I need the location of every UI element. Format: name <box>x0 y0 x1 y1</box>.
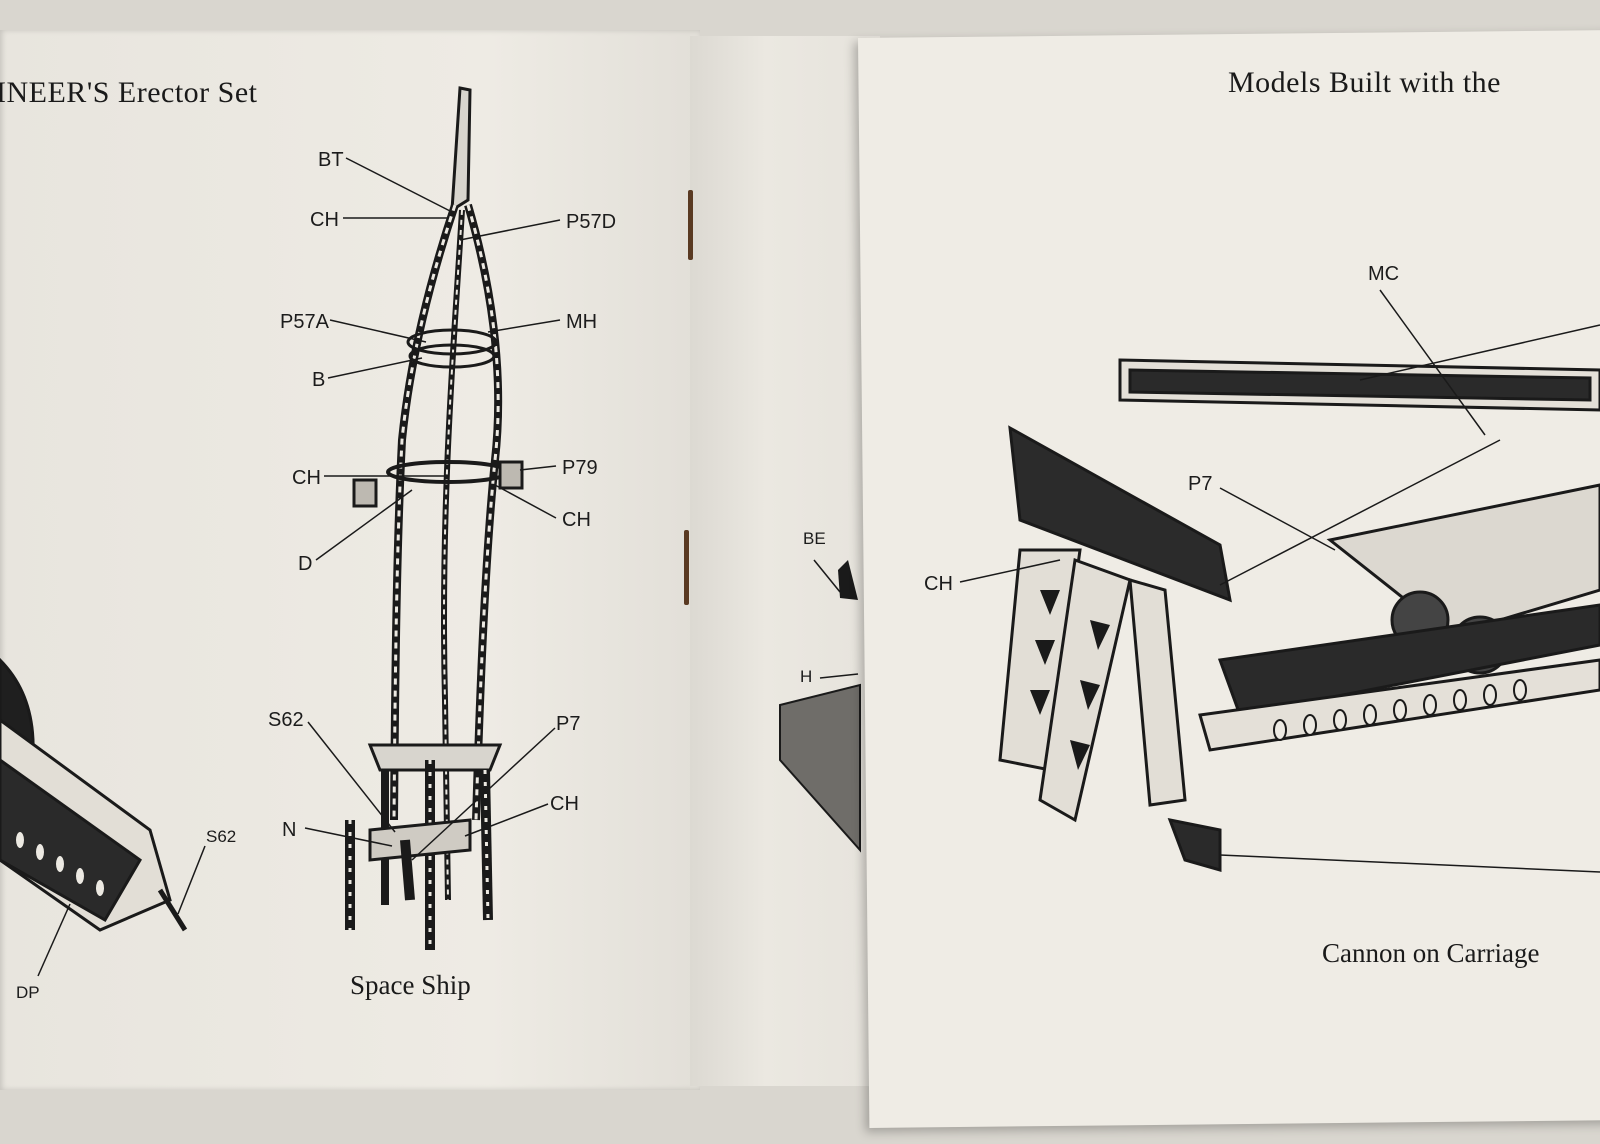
callout-p57d: P57D <box>566 211 617 233</box>
callout-h: H <box>800 667 813 686</box>
callout-mc: MC <box>1368 263 1400 285</box>
callout-p7-cannon: P7 <box>1188 473 1213 495</box>
callout-p79: P79 <box>562 457 598 479</box>
callout-be: BE <box>803 529 826 548</box>
callout-b: B <box>312 369 326 391</box>
callout-p57a: P57A <box>280 311 329 333</box>
staple-top <box>688 190 693 260</box>
callout-dp: DP <box>16 983 40 1002</box>
staple-bottom <box>684 530 689 605</box>
callout-p7-ship: P7 <box>556 713 581 735</box>
space-ship-illustration <box>304 86 561 950</box>
left-page-header: INEER'S Erector Set <box>0 76 258 109</box>
cannon-on-carriage-illustration <box>959 289 1600 873</box>
left-model-fragment-illustration <box>0 657 206 977</box>
callout-n: N <box>282 819 297 841</box>
middle-model-fragment-illustration <box>779 559 861 853</box>
callout-bt: BT <box>318 149 344 171</box>
space-ship-caption: Space Ship <box>350 970 471 1000</box>
callout-ch-2: CH <box>292 467 321 489</box>
cannon-caption: Cannon on Carriage <box>1322 938 1540 968</box>
callout-s62-left: S62 <box>206 827 237 846</box>
callout-ch-3: CH <box>562 509 591 531</box>
callout-ch-cannon: CH <box>924 573 953 595</box>
middle-page <box>690 36 880 1086</box>
callout-ch-1: CH <box>310 209 339 231</box>
callout-s62-ship: S62 <box>268 709 304 731</box>
callout-d: D <box>298 553 313 575</box>
right-page-header: Models Built with the <box>1228 66 1501 99</box>
callout-ch-4: CH <box>550 793 579 815</box>
callout-mh: MH <box>566 311 598 333</box>
